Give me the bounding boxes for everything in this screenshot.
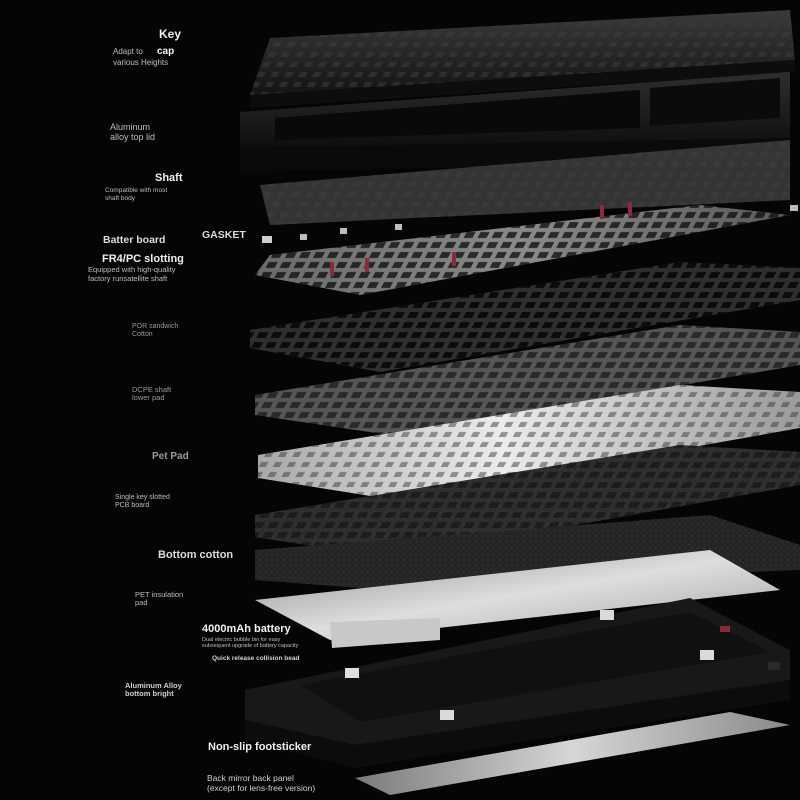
battery-sub: Dual electric bubble bin for easy: [202, 637, 281, 644]
pcb-label: Single key slotted PCB board: [115, 494, 170, 510]
pet-insulation-line2: pad: [135, 598, 148, 608]
keycap-sub: Adapt to: [113, 47, 143, 57]
footsticker-label: Non-slip footsticker: [208, 741, 312, 753]
pet-pad-label: Pet Pad: [152, 451, 189, 462]
mirror-panel-layer: [355, 712, 790, 795]
top-lid-line2: alloy top lid: [110, 132, 156, 143]
back-panel-line1: Back mirror back panel: [207, 773, 294, 783]
pet-insulation-label: PET insulation pad: [135, 590, 184, 608]
battery-title: 4000mAh battery: [202, 623, 291, 635]
bottom-bright-line2: bottom bright: [125, 689, 174, 699]
por-line1: POR sandwich: [132, 323, 179, 330]
shaft-label: Shaft Compatible with most shaft body: [105, 172, 183, 202]
footsticker-layer: [768, 662, 780, 670]
shaft-sub2: shaft body: [105, 194, 135, 202]
por-cotton-layer: [250, 262, 800, 372]
top-lid-layer: [240, 72, 790, 172]
switch-layer: [260, 140, 790, 225]
top-lid-label: Aluminum alloy top lid: [110, 122, 155, 142]
bottom-bright-label: Aluminum Alloy bottom bright: [125, 681, 182, 699]
dcpe-pad-layer: [255, 325, 800, 435]
bottom-case-layer: [245, 598, 790, 768]
keycap-title: Key: [159, 27, 182, 41]
fr4-sub2: factory runsatellite shaft: [88, 273, 168, 283]
keycap-layer: [250, 10, 795, 108]
dcpe-label: DCPE shaft lower pad: [132, 385, 172, 403]
back-panel-line2: (except for lens-free version): [207, 782, 316, 793]
shaft-sub: Compatible with most: [105, 187, 168, 195]
keycap-label: Key Adapt to cap various Heights: [113, 27, 182, 68]
keycap-title2: cap: [157, 46, 175, 58]
battery-label: 4000mAh battery Dual electric bubble bin…: [202, 623, 299, 662]
battery-sub3: Quick release collision bead: [212, 654, 300, 662]
pet-insulation-line1: PET insulation: [135, 590, 184, 599]
pet-pad-layer: [258, 385, 800, 500]
fr4-label: FR4/PC slotting Equipped with high-quali…: [88, 253, 184, 283]
por-label: POR sandwich Cotton: [132, 323, 178, 339]
pcb-line1: Single key slotted: [115, 494, 170, 501]
batter-board-label: Batter board: [103, 234, 166, 246]
plate-layer: [255, 202, 790, 295]
gasket-label: GASKET: [202, 229, 246, 241]
shaft-title: Shaft: [155, 172, 183, 184]
bottom-bright-line1: Aluminum Alloy: [125, 681, 182, 690]
fr4-title: FR4/PC slotting: [102, 253, 184, 265]
battery-sub2: subsequent upgrade of battery capacity: [202, 643, 299, 650]
pcb-line2: PCB board: [115, 501, 150, 509]
back-panel-label: Back mirror back panel (except for lens-…: [207, 773, 316, 793]
dcpe-line1: DCPE shaft: [132, 385, 172, 394]
fr4-sub: Equipped with high-quality: [88, 265, 176, 275]
keycap-sub2: various Heights: [113, 58, 169, 68]
dcpe-line2: lower pad: [132, 393, 165, 403]
bottom-cotton-label: Bottom cotton: [158, 549, 234, 561]
por-line2: Cotton: [132, 330, 153, 338]
pcb-layer: [255, 445, 800, 558]
top-lid-line1: Aluminum: [110, 122, 151, 132]
gasket-pieces: [262, 205, 798, 243]
pet-insulation-layer: [255, 550, 780, 640]
